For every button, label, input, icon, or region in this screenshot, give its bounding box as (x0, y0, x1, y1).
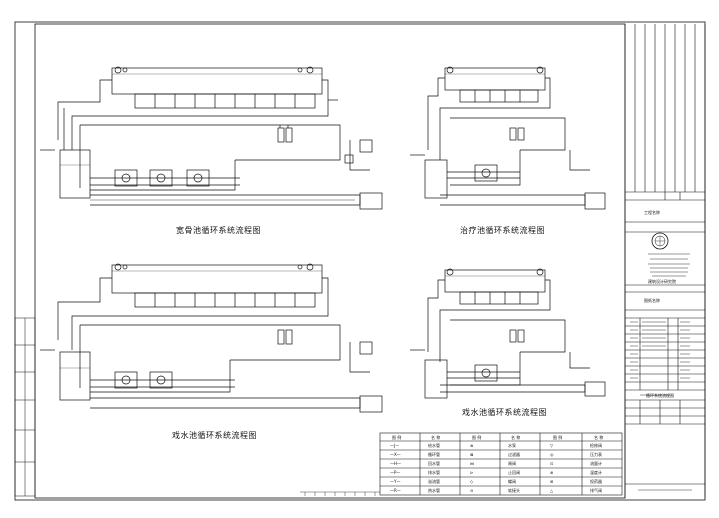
legend-header-symbol: 图 例 (392, 435, 402, 440)
title-block-text-lines (630, 253, 692, 491)
diagram-bottom-right (410, 268, 606, 399)
legend-cell-name-c: 流量计 (590, 461, 602, 466)
diagram-top-right (410, 66, 606, 210)
legend-cell-sym-b: ⋈ (470, 461, 474, 466)
legend-cell-name-a: 循环管 (428, 452, 440, 457)
title-block-seal-icon (651, 232, 669, 250)
caption-bottom-left: 戏水池循环系统流程图 (172, 431, 257, 440)
legend-cell-name-b: 蝶阀 (508, 479, 516, 484)
caption-top-left: 宽骨池循环系统流程图 (176, 226, 261, 235)
legend-cell-sym-a: —Y— (390, 479, 401, 484)
legend-cell-sym-a: —X— (390, 452, 401, 457)
balance-tank (424, 159, 448, 199)
legend-cell-name-c: 压力表 (590, 452, 602, 457)
legend-cell-name-c: 检修阀 (590, 443, 602, 448)
legend-cell-name-a: 溢流管 (428, 479, 440, 484)
legend-cell-sym-a: —R— (390, 488, 401, 493)
legend-cell-sym-c: ◎ (550, 452, 554, 457)
title-block (624, 24, 706, 498)
legend-cell-sym-b: ◇ (470, 479, 474, 484)
legend-cell-name-c: 温度计 (590, 470, 602, 475)
legend-cell-name-a: 排水管 (428, 470, 440, 475)
balance-tank (59, 149, 91, 199)
balance-tank (424, 359, 448, 399)
legend-cell-sym-c: ⊡ (550, 461, 554, 466)
legend-cell-sym-a: —J— (390, 443, 400, 448)
diagram-top-left (40, 66, 383, 210)
balance-tank (59, 351, 91, 401)
drawing-name: 循环系统流程图 (646, 393, 674, 398)
legend-cell-sym-b: ⊖ (470, 488, 474, 493)
legend-cell-name-b: 软接头 (508, 488, 520, 493)
legend-cell-name-c: 排气阀 (590, 488, 602, 493)
legend-header-name: 名 称 (431, 435, 441, 440)
legend-cell-name-c: 投药器 (590, 479, 602, 484)
legend-cell-name-a: 给水管 (428, 443, 440, 448)
legend-cell-name-b: 止回阀 (508, 470, 520, 475)
binding-strip (14, 317, 36, 497)
legend-cell-name-b: 水泵 (508, 443, 516, 448)
legend-cell-name-b: 过滤器 (508, 452, 520, 457)
institute-name: 建筑设计研究院 (648, 279, 676, 284)
project-label: 工程名称 (644, 210, 660, 215)
legend-header-name: 名 称 (594, 435, 604, 440)
drawing-label: 图纸名称 (644, 298, 660, 303)
legend-cell-sym-c: ⊕ (550, 470, 554, 475)
legend-cell-sym-a: —P— (390, 470, 401, 475)
diagram-bottom-left (40, 263, 383, 413)
legend-cell-sym-c: ▽ (550, 443, 554, 448)
legend-cell-name-a: 回水管 (428, 461, 440, 466)
legend-cell-name-b: 闸阀 (508, 461, 516, 466)
legend-header-name: 名 称 (511, 435, 521, 440)
caption-top-right: 治疗池循环系统流程图 (460, 226, 545, 235)
legend-header-symbol: 图 例 (472, 435, 482, 440)
legend-table (379, 432, 623, 496)
legend-cell-sym-b: ⊠ (470, 452, 474, 457)
legend-cell-sym-a: —H— (390, 461, 402, 466)
legend-cell-sym-b: ⊗ (470, 443, 474, 448)
caption-bottom-right: 戏水池循环系统流程图 (462, 408, 547, 417)
legend-cell-sym-b: ⊳ (470, 470, 474, 475)
legend-cell-sym-c: ⊞ (550, 479, 554, 484)
legend-cell-name-a: 热水管 (428, 488, 440, 493)
legend-cell-sym-c: △ (550, 488, 554, 493)
bottom-ruler (300, 491, 380, 496)
legend-header-symbol: 图 例 (553, 435, 563, 440)
